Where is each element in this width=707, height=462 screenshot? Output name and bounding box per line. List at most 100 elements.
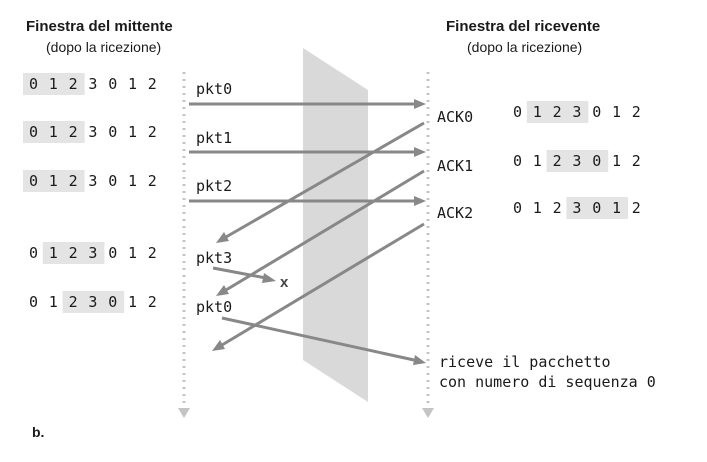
panel-tag: b. — [32, 424, 44, 440]
arrowhead-icon — [216, 285, 229, 296]
arrowhead-icon — [216, 232, 229, 243]
sequence-number: 0 — [108, 123, 117, 141]
sequence-number: 3 — [88, 293, 97, 311]
sequence-number: 2 — [69, 75, 78, 93]
sender-title: Finestra del mittente — [26, 18, 173, 35]
sequence-number: 3 — [88, 244, 97, 262]
sequence-number: 3 — [88, 172, 97, 190]
sequence-number: 0 — [29, 123, 38, 141]
sequence-number: 2 — [632, 199, 641, 217]
packet-label: pkt3 — [196, 249, 232, 267]
window-highlight — [526, 101, 589, 123]
sender-timeline-arrow-icon — [178, 408, 190, 418]
sequence-number: 1 — [533, 199, 542, 217]
ack-label: ACK2 — [437, 204, 473, 222]
window-highlight — [23, 73, 85, 95]
sequence-number: 0 — [513, 199, 522, 217]
sequence-number: 3 — [572, 199, 581, 217]
sequence-number: 2 — [148, 123, 157, 141]
ack-label: ACK1 — [437, 157, 473, 175]
sequence-number: 3 — [88, 75, 97, 93]
sequence-number: 2 — [632, 103, 641, 121]
sequence-number: 0 — [513, 152, 522, 170]
sequence-number: 1 — [533, 103, 542, 121]
sequence-number: 2 — [148, 172, 157, 190]
sequence-number: 2 — [553, 103, 562, 121]
sequence-number: 2 — [69, 293, 78, 311]
sequence-number: 1 — [533, 152, 542, 170]
sequence-number: 0 — [29, 172, 38, 190]
sequence-number: 0 — [108, 293, 117, 311]
sequence-number: 0 — [592, 103, 601, 121]
sequence-number: 2 — [69, 172, 78, 190]
sequence-number: 0 — [29, 244, 38, 262]
sequence-number: 0 — [29, 293, 38, 311]
packet-label: pkt1 — [196, 129, 232, 147]
lost-marker: x — [280, 274, 289, 291]
sequence-number: 1 — [128, 293, 137, 311]
arrowhead-icon — [262, 273, 276, 283]
packet-label: pkt0 — [196, 80, 232, 98]
arrowhead-icon — [212, 340, 225, 351]
ack-arrow — [225, 169, 425, 292]
sequence-number: 1 — [612, 199, 621, 217]
packet-label: pkt0 — [196, 298, 232, 316]
sequence-number: 0 — [108, 172, 117, 190]
receiver-title: Finestra del ricevente — [446, 18, 600, 35]
ack-label: ACK0 — [437, 108, 473, 126]
sequence-number: 2 — [553, 199, 562, 217]
sequence-number: 1 — [612, 103, 621, 121]
sequence-number: 1 — [128, 244, 137, 262]
sequence-number: 1 — [49, 123, 58, 141]
window-highlight — [42, 242, 105, 264]
sequence-number: 2 — [69, 123, 78, 141]
sequence-number: 1 — [128, 75, 137, 93]
sequence-number: 3 — [572, 152, 581, 170]
receive-note-line2: con numero di sequenza 0 — [439, 373, 656, 391]
sender-subtitle: (dopo la ricezione) — [46, 39, 161, 55]
sequence-number: 1 — [128, 172, 137, 190]
sequence-number: 1 — [49, 75, 58, 93]
sequence-number: 2 — [148, 293, 157, 311]
lost-packet-arrow — [212, 266, 267, 280]
sequence-number: 0 — [592, 199, 601, 217]
window-highlight — [62, 291, 125, 313]
sequence-number: 1 — [49, 244, 58, 262]
receiver-timeline-arrow-icon — [422, 408, 434, 418]
sequence-number: 2 — [553, 152, 562, 170]
sequence-number: 2 — [148, 75, 157, 93]
window-highlight — [546, 150, 609, 172]
sequence-number: 3 — [88, 123, 97, 141]
arrowhead-icon — [414, 99, 426, 109]
ack-arrow — [225, 121, 425, 239]
sequence-number: 1 — [612, 152, 621, 170]
sequence-number: 2 — [632, 152, 641, 170]
arrowhead-icon — [414, 147, 426, 157]
sequence-number: 1 — [49, 172, 58, 190]
sequence-number: 0 — [592, 152, 601, 170]
sequence-number: 0 — [108, 75, 117, 93]
sequence-number: 0 — [29, 75, 38, 93]
sequence-number: 3 — [572, 103, 581, 121]
ack-arrow — [221, 222, 425, 347]
receive-note-line1: riceve il pacchetto — [439, 353, 611, 371]
sequence-number: 2 — [69, 244, 78, 262]
sequence-number: 0 — [108, 244, 117, 262]
packet-label: pkt2 — [196, 177, 232, 195]
window-highlight — [566, 197, 628, 219]
sequence-number: 2 — [148, 244, 157, 262]
sequence-number: 1 — [49, 293, 58, 311]
sequence-number: 0 — [513, 103, 522, 121]
arrowhead-icon — [413, 355, 426, 365]
receiver-subtitle: (dopo la ricezione) — [467, 39, 582, 55]
window-highlight — [23, 121, 85, 143]
